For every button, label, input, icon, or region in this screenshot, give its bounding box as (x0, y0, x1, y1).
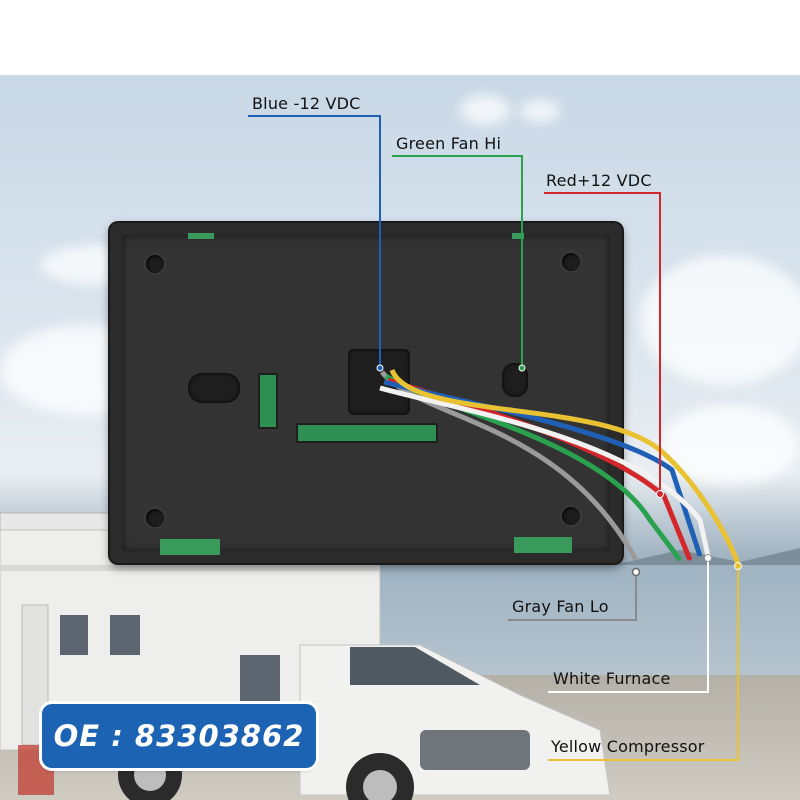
thermostat-backplate (110, 223, 622, 563)
oe-number-text: OE : 83303862 (53, 719, 305, 753)
clip-tab (160, 539, 220, 555)
label-red-wire: Red+12 VDC (546, 171, 652, 190)
white-wire (379, 385, 711, 557)
yellow-wire (389, 368, 741, 565)
blue-leader (248, 115, 381, 368)
screw-hole-top-left (146, 255, 164, 273)
screw-hole-bottom-left (146, 509, 164, 527)
yellow-leader (548, 566, 739, 761)
cloud (460, 95, 510, 125)
label-gray-wire: Gray Fan Lo (512, 597, 609, 616)
screw-hole-top-right (562, 253, 580, 271)
label-blue-wire: Blue -12 VDC (252, 94, 361, 113)
green-leader (392, 155, 523, 368)
clip-tab (514, 537, 572, 553)
mounting-slot-left (188, 373, 240, 403)
white-leader (548, 558, 709, 693)
clip-tab (188, 233, 214, 239)
cloud (520, 100, 560, 122)
oe-number-badge: OE : 83303862 (42, 704, 316, 768)
clip-tab (512, 233, 524, 239)
label-green-wire: Green Fan Hi (396, 134, 502, 153)
vent-slot (258, 373, 278, 429)
cloud (640, 255, 800, 385)
label-yellow-wire: Yellow Compressor (551, 737, 705, 756)
label-white-wire: White Furnace (553, 669, 671, 688)
screw-hole-bottom-right (562, 507, 580, 525)
red-leader (544, 192, 661, 494)
blue-wire (383, 379, 703, 557)
vent-slot-long (296, 423, 438, 443)
gray-leader (508, 572, 637, 621)
